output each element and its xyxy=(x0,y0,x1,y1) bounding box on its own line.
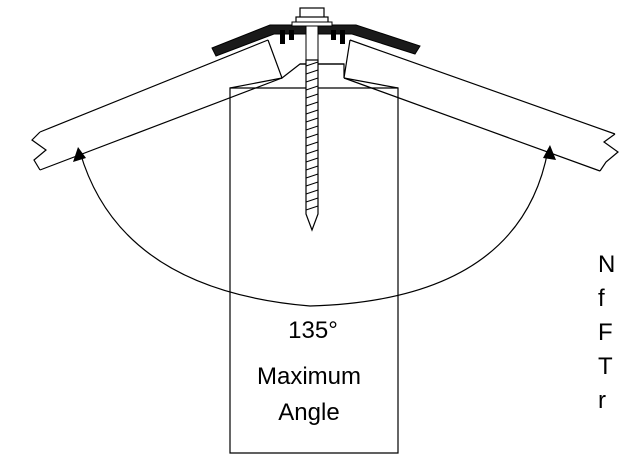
left-roof-panel xyxy=(31,39,283,171)
angle-arrow-icon xyxy=(543,145,556,160)
side-note-line: f xyxy=(598,285,605,312)
angle-arc xyxy=(73,145,556,307)
side-note-line: N xyxy=(598,251,615,278)
support-post xyxy=(229,87,399,454)
angle-caption-line2: Angle xyxy=(278,399,339,426)
right-roof-panel xyxy=(343,39,619,172)
screw-icon xyxy=(291,7,333,232)
side-note: N f F T r xyxy=(598,251,615,414)
angle-value: 135° xyxy=(288,317,338,344)
side-note-line: r xyxy=(598,387,606,414)
angle-arrow-icon xyxy=(73,147,86,162)
left-break-mark xyxy=(31,131,47,171)
angle-caption-line1: Maximum xyxy=(257,363,361,390)
side-note-line: F xyxy=(598,319,613,346)
side-note-line: T xyxy=(598,353,613,380)
right-break-mark xyxy=(599,133,619,172)
